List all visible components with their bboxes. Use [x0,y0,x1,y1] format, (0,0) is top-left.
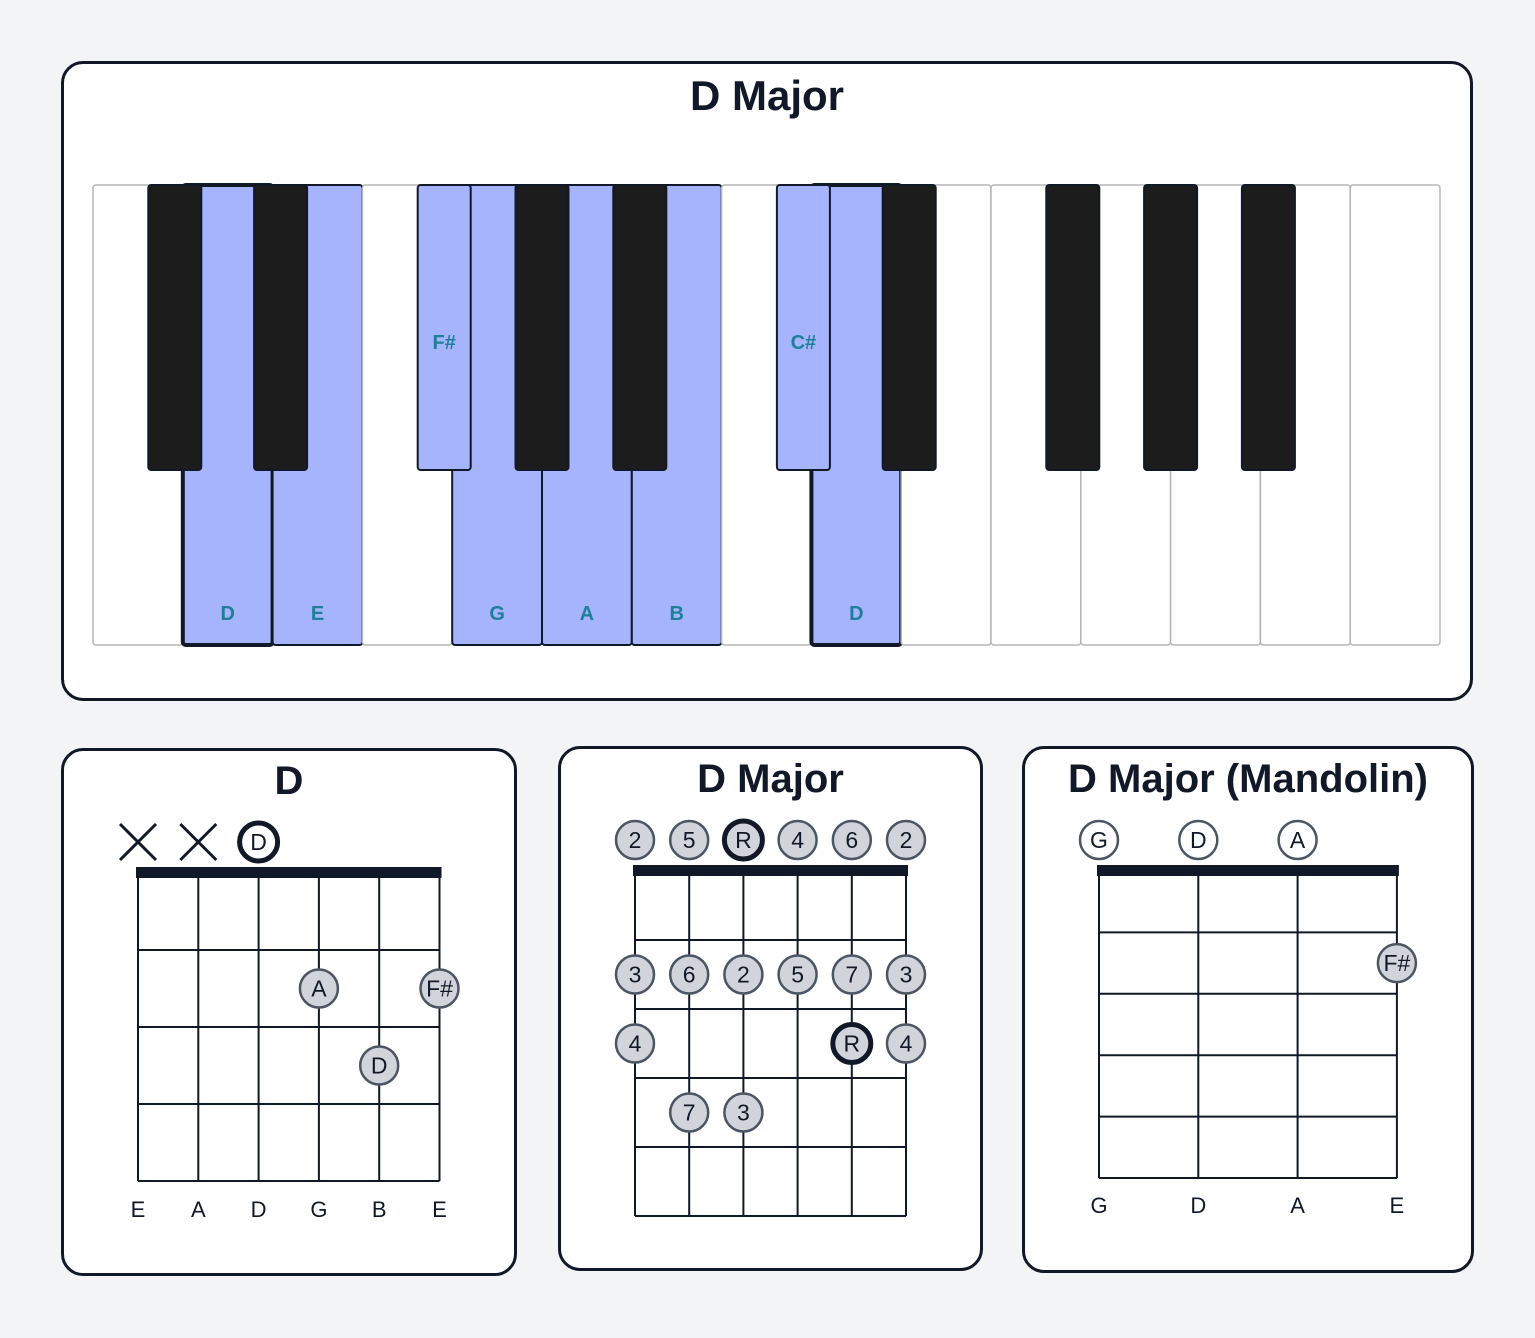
svg-text:R: R [735,827,752,853]
note-dot: 4 [885,1023,927,1064]
svg-text:2: 2 [737,962,750,988]
svg-text:6: 6 [845,827,858,853]
nut [136,867,442,878]
guitar-chord-title: D [274,759,304,803]
mandolin-title: D Major (Mandolin) [1068,757,1428,801]
string-name-label: E [432,1197,447,1222]
string-name-label: A [1290,1193,1305,1218]
piano-black-key-G#[interactable] [514,184,570,471]
svg-text:2: 2 [900,827,913,853]
svg-text:R: R [843,1031,860,1057]
svg-text:D: D [250,829,267,855]
piano-black-key-G#[interactable] [1143,184,1199,471]
note-dot: F# [1376,942,1418,984]
note-dot: 6 [831,819,873,861]
svg-text:4: 4 [900,1031,913,1057]
note-dot: D [358,1045,400,1086]
piano-key-label: D [849,603,863,625]
open-string-marker: D [1178,819,1219,861]
muted-string-icon [179,822,218,862]
svg-text:7: 7 [845,962,858,988]
nut [1097,865,1399,876]
nut [633,865,908,876]
piano-white-key-C[interactable] [1349,184,1441,646]
svg-text:A: A [1290,827,1306,853]
piano-title: D Major [689,72,844,119]
muted-string-icon [118,822,158,862]
svg-text:G: G [1090,827,1108,853]
note-dot: 5 [668,819,710,861]
note-dot: 3 [723,1092,764,1133]
svg-text:5: 5 [683,827,696,853]
note-dot: 3 [885,954,927,995]
piano-key-label: C# [791,332,817,354]
piano-black-key-A#[interactable] [612,184,668,471]
svg-text:7: 7 [683,1100,696,1126]
note-dot: 3 [614,954,656,995]
note-dot: 2 [723,954,764,995]
string-name-label: D [251,1197,267,1222]
string-name-label: G [1090,1193,1107,1218]
note-dot: A [298,968,340,1009]
svg-text:3: 3 [737,1100,750,1126]
string-name-label: A [191,1197,206,1222]
svg-text:D: D [371,1053,388,1079]
piano-black-key-D#[interactable] [253,184,309,471]
piano-black-key-C#[interactable] [147,184,203,471]
note-dot: 7 [831,954,873,995]
root-dot: R [721,818,765,862]
open-root-marker: D [237,820,281,864]
piano-black-key-C#[interactable]: C# [775,184,831,471]
note-dot: F# [419,968,460,1009]
piano-black-key-A#[interactable] [1240,184,1296,471]
note-dot: 2 [614,819,656,861]
open-string-marker: G [1078,819,1120,861]
piano-key-label: F# [433,332,456,354]
svg-text:3: 3 [900,962,913,988]
svg-text:F#: F# [426,976,453,1002]
string-name-label: D [1190,1193,1206,1218]
svg-text:5: 5 [791,962,804,988]
piano-key-label: G [489,603,505,625]
note-dot: 5 [777,954,818,995]
note-dot: 4 [614,1023,656,1064]
svg-text:6: 6 [683,962,696,988]
piano-black-key-F#[interactable] [1045,184,1101,471]
piano-key-label: B [669,603,683,625]
open-string-marker: A [1277,819,1318,861]
piano-key-label: E [311,603,324,625]
string-name-label: E [1390,1193,1405,1218]
piano-key-label: A [580,603,594,625]
svg-text:D: D [1190,827,1207,853]
svg-text:4: 4 [629,1031,642,1057]
svg-text:3: 3 [629,962,642,988]
string-name-label: E [131,1197,146,1222]
string-name-label: G [310,1197,327,1222]
string-name-label: B [372,1197,387,1222]
svg-text:2: 2 [629,827,642,853]
guitar-scale-title: D Major [697,757,844,801]
svg-text:F#: F# [1383,950,1410,976]
svg-text:4: 4 [791,827,804,853]
note-dot: 2 [885,819,927,861]
root-dot: R [830,1022,874,1065]
note-dot: 4 [777,819,818,861]
note-dot: 7 [668,1092,710,1133]
svg-text:A: A [311,976,327,1002]
note-dot: 6 [668,954,710,995]
piano-black-key-D#[interactable] [881,184,937,471]
piano-black-key-F#[interactable]: F# [416,184,472,471]
piano-key-label: D [220,603,234,625]
